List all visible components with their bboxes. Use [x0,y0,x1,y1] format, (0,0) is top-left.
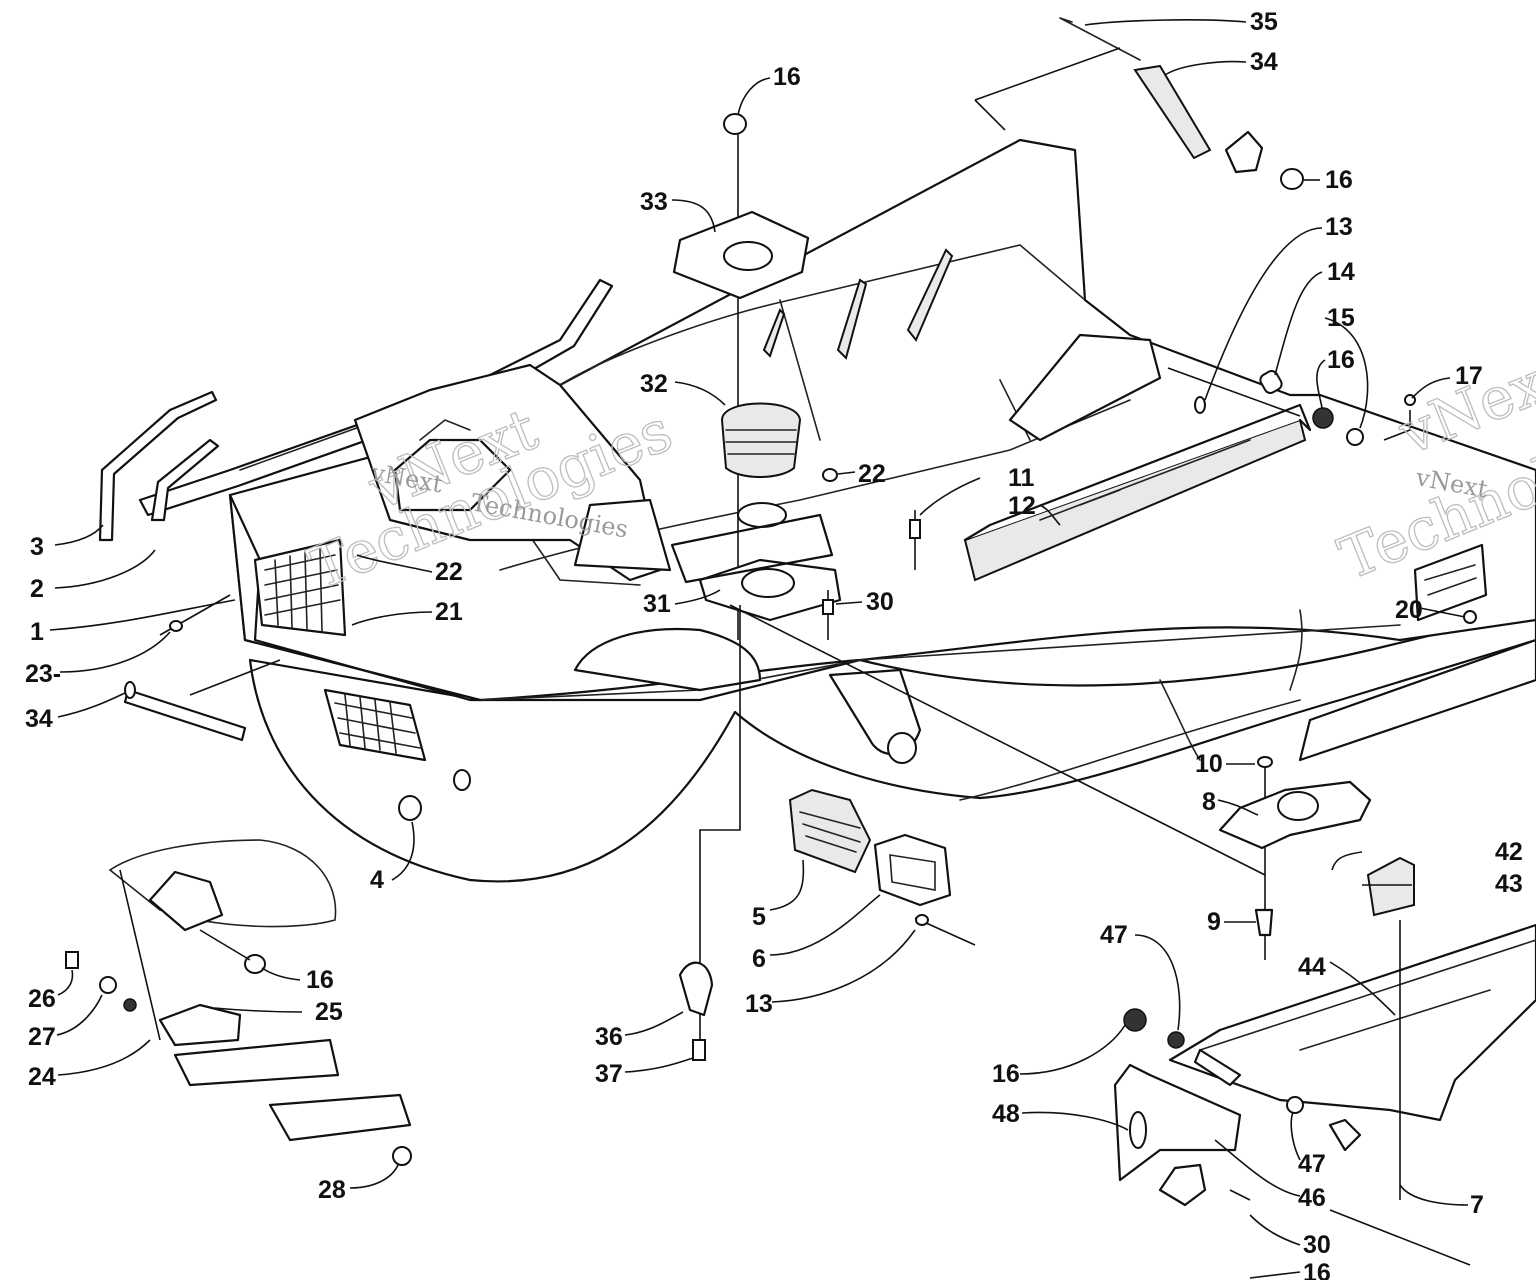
callout-12: 12 [1008,492,1036,520]
callout-28: 28 [318,1176,346,1204]
callout-21: 21 [435,598,463,626]
leader-lines [49,19,1469,1279]
callout-36: 36 [595,1023,623,1051]
callout-10: 10 [1195,750,1223,778]
callout-43: 43 [1495,870,1523,898]
callout-1: 1 [30,618,44,646]
center-lower-parts [678,604,1266,1061]
callout-27: 27 [28,1023,56,1051]
callout-16: 16 [773,63,801,91]
right-lower-parts [1113,756,1536,1266]
callout-35: 35 [1250,8,1278,36]
callout-7: 7 [1470,1191,1484,1219]
callout-16: 16 [992,1060,1020,1088]
console-bracket [353,363,672,582]
callout-16: 16 [1325,166,1353,194]
top-right-hardware [974,17,1304,190]
callout-32: 32 [640,370,668,398]
callout-16: 16 [1327,346,1355,374]
callout-26: 26 [28,985,56,1013]
side-grille [253,538,347,637]
belly-pan [228,138,1536,883]
callout-34: 34 [1250,48,1278,76]
callout-16: 16 [1303,1259,1331,1280]
callout-3: 3 [30,533,44,561]
callout-23: 23- [25,660,61,688]
callout-labels: 35 34 16 16 33 13 14 15 16 17 32 22 11 1… [25,8,1523,1280]
callout-4: 4 [370,866,384,894]
callout-44: 44 [1298,953,1326,981]
callout-47: 47 [1100,921,1128,949]
callout-15: 15 [1327,304,1355,332]
callout-30: 30 [866,588,894,616]
callout-46: 46 [1298,1184,1326,1212]
bottom-left-bracket [65,839,412,1166]
callout-9: 9 [1207,908,1221,936]
callout-22: 22 [858,460,886,488]
callout-31: 31 [643,590,671,618]
callout-11: 11 [1008,464,1035,492]
callout-17: 17 [1455,362,1483,390]
footrest-panel [909,367,1477,624]
steering-post-assembly [670,113,842,640]
callout-42: 42 [1495,838,1523,866]
callout-48: 48 [992,1100,1020,1128]
callout-34: 34 [25,705,53,733]
callout-47: 47 [1298,1150,1326,1178]
callout-16: 16 [306,966,334,994]
callout-2: 2 [30,575,44,603]
callout-24: 24 [28,1063,56,1091]
trim-rails [98,278,614,542]
steering-bellows [720,402,802,478]
callout-14: 14 [1327,258,1355,286]
callout-6: 6 [752,945,766,973]
callout-25: 25 [315,998,343,1026]
callout-30: 30 [1303,1231,1331,1259]
callout-13: 13 [1325,213,1353,241]
callout-33: 33 [640,188,668,216]
callout-8: 8 [1202,788,1216,816]
left-hardware [123,594,281,742]
callout-22: 22 [435,558,463,586]
callout-20: 20 [1395,596,1423,624]
callout-37: 37 [595,1060,623,1088]
front-vent [323,688,427,762]
callout-5: 5 [752,903,766,931]
callout-13: 13 [745,990,773,1018]
